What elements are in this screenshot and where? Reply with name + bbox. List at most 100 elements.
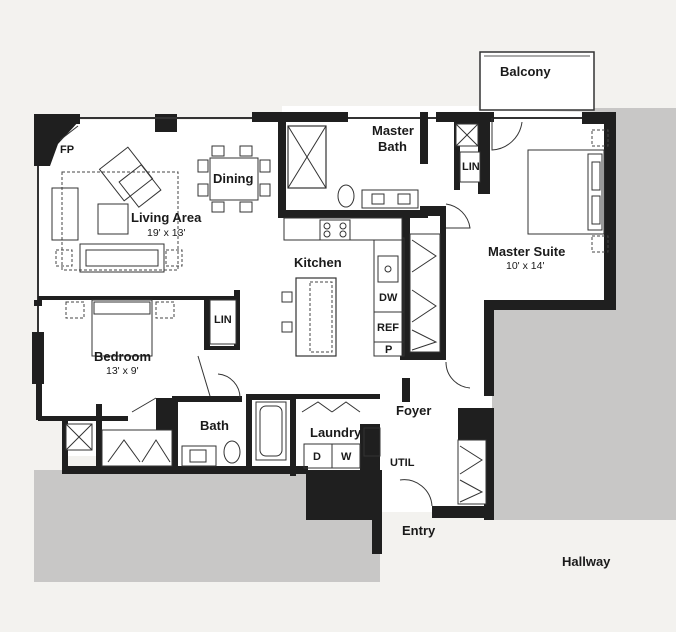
vanity bbox=[181, 445, 217, 467]
wall bbox=[62, 416, 68, 472]
wall bbox=[34, 114, 80, 124]
wall bbox=[62, 466, 308, 474]
door-swing bbox=[131, 397, 157, 413]
dining-chair bbox=[259, 183, 271, 197]
living-area-label: Living Area bbox=[131, 210, 202, 225]
wall bbox=[484, 430, 494, 520]
bathtub bbox=[255, 401, 287, 461]
wall bbox=[204, 346, 240, 350]
master-linen-closet bbox=[459, 151, 481, 183]
bedroom-closet bbox=[101, 429, 173, 467]
wall bbox=[432, 506, 494, 518]
fp-label: FP bbox=[60, 144, 74, 156]
fireplace-arrow bbox=[59, 125, 79, 141]
bath-label: Bath bbox=[200, 418, 229, 433]
wall bbox=[290, 394, 380, 399]
door-swing bbox=[445, 361, 471, 389]
wall bbox=[454, 120, 460, 190]
living-area-dimensions: 19' x 13' bbox=[147, 227, 185, 239]
sink bbox=[397, 193, 411, 205]
bath-fixtures bbox=[181, 401, 381, 469]
washer-label: W bbox=[341, 451, 352, 463]
wall bbox=[36, 384, 42, 420]
rug bbox=[61, 171, 179, 271]
closet-doors bbox=[411, 239, 438, 351]
kitchen-fixtures bbox=[281, 217, 405, 357]
sink bbox=[189, 449, 207, 463]
master-bed bbox=[527, 129, 609, 253]
cooktop bbox=[319, 219, 351, 241]
linen-closet bbox=[209, 299, 237, 345]
wall bbox=[400, 210, 410, 358]
wall bbox=[32, 332, 44, 384]
wall bbox=[420, 206, 446, 216]
sofa bbox=[79, 243, 165, 273]
master-linen-label: LIN bbox=[462, 161, 480, 173]
bed bbox=[91, 299, 153, 357]
door-swing bbox=[399, 479, 433, 507]
closet-doors bbox=[459, 445, 484, 503]
bedroom-label: Bedroom bbox=[94, 349, 151, 364]
wall bbox=[246, 394, 252, 470]
washer-box bbox=[331, 443, 361, 469]
wall bbox=[172, 396, 242, 402]
end-table bbox=[55, 249, 73, 267]
wall bbox=[172, 396, 178, 470]
wall bbox=[278, 210, 428, 218]
door-swing bbox=[445, 203, 471, 229]
door-swing bbox=[491, 118, 523, 151]
util-box bbox=[363, 427, 381, 457]
dryer-label: D bbox=[313, 451, 321, 463]
dining-table bbox=[209, 157, 259, 201]
refrigerator-label: REF bbox=[377, 322, 399, 334]
dining-chair bbox=[197, 183, 209, 197]
nightstand bbox=[591, 235, 609, 253]
sofa-seat bbox=[85, 249, 159, 267]
wall bbox=[440, 206, 446, 360]
bed-headboard bbox=[587, 153, 603, 231]
dining-chair bbox=[211, 201, 225, 213]
wall bbox=[38, 296, 238, 300]
wall bbox=[400, 352, 444, 360]
wall bbox=[34, 300, 42, 306]
hvac-cross bbox=[65, 423, 93, 451]
shower-cross bbox=[287, 125, 327, 189]
wall bbox=[484, 300, 616, 310]
coffee-table bbox=[97, 203, 129, 235]
wall bbox=[604, 112, 616, 308]
bed bbox=[527, 149, 605, 235]
master-suite-label: Master Suite bbox=[488, 244, 565, 259]
wall bbox=[306, 470, 382, 520]
sink bbox=[371, 193, 385, 205]
bedroom-dimensions: 13' x 9' bbox=[106, 365, 139, 377]
burner bbox=[339, 230, 347, 238]
lounge-seat bbox=[118, 164, 162, 208]
wall bbox=[436, 112, 494, 122]
bathtub-inner bbox=[259, 405, 283, 457]
wall bbox=[156, 398, 176, 438]
dining-furniture bbox=[197, 145, 271, 213]
pantry-label: P bbox=[385, 344, 392, 356]
room-labels: Balcony Master Bath FP Dining Living Are… bbox=[60, 64, 611, 569]
bed-headboard bbox=[93, 301, 151, 315]
lounge-chair bbox=[98, 146, 154, 202]
laundry-doors bbox=[301, 401, 361, 413]
faucet bbox=[384, 265, 392, 273]
dining-chair bbox=[259, 159, 271, 173]
wall bbox=[96, 404, 102, 470]
burner bbox=[339, 222, 347, 230]
laundry-label: Laundry bbox=[310, 425, 362, 440]
end-table bbox=[165, 249, 183, 267]
nightstand bbox=[591, 129, 609, 147]
wall bbox=[402, 378, 410, 402]
bedroom-linen-label: LIN bbox=[214, 314, 232, 326]
balcony bbox=[479, 51, 595, 111]
wall bbox=[278, 112, 286, 216]
toilet bbox=[223, 440, 241, 464]
dining-chair bbox=[239, 201, 253, 213]
wall bbox=[478, 120, 490, 194]
nightstand bbox=[155, 301, 175, 319]
wall bbox=[155, 114, 177, 132]
pillow bbox=[591, 195, 601, 225]
